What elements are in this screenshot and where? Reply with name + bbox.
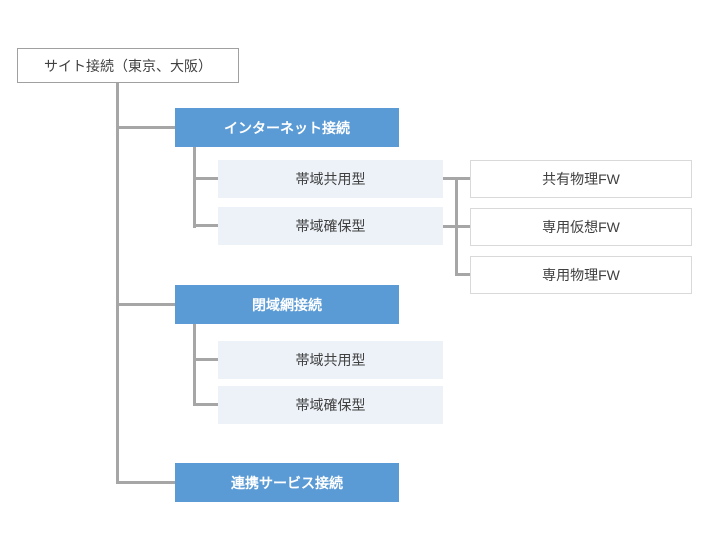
node-fw-dedicated-physical: 専用物理FW	[470, 256, 692, 294]
node-internet-bandwidth-shared: 帯域共用型	[218, 160, 443, 198]
connector-closed-shared-stub	[193, 358, 218, 361]
node-closed-bandwidth-guaranteed-label: 帯域確保型	[295, 397, 366, 413]
node-internet-bandwidth-guaranteed-label: 帯域確保型	[295, 218, 366, 234]
node-fw-dedicated-physical-label: 専用物理FW	[542, 267, 620, 283]
connector-internet-shared-stub	[193, 177, 218, 180]
connector-branch-closed-network	[116, 303, 175, 306]
node-linked-service-connection: 連携サービス接続	[175, 463, 399, 502]
connector-closed-guaranteed-stub	[193, 403, 218, 406]
connector-internet-stem-vertical	[193, 147, 196, 228]
node-closed-network-connection: 閉域網接続	[175, 285, 399, 324]
connector-branch-linked-service	[116, 481, 175, 484]
connector-internet-guaranteed-stub	[193, 224, 218, 227]
node-internet-bandwidth-shared-label: 帯域共用型	[295, 171, 366, 187]
node-fw-shared-physical-label: 共有物理FW	[542, 171, 620, 187]
node-closed-bandwidth-shared: 帯域共用型	[218, 341, 443, 379]
connector-firewall-shared-physical-stub	[443, 177, 470, 180]
connector-firewall-dedicated-physical-stub	[455, 273, 470, 276]
node-fw-dedicated-virtual: 専用仮想FW	[470, 208, 692, 246]
node-closed-bandwidth-guaranteed: 帯域確保型	[218, 386, 443, 424]
node-linked-service-connection-label: 連携サービス接続	[231, 474, 343, 491]
connector-trunk-vertical	[116, 83, 119, 484]
node-root-site-connection: サイト接続（東京、大阪）	[17, 48, 239, 83]
node-closed-bandwidth-shared-label: 帯域共用型	[295, 352, 366, 368]
connector-firewall-dedicated-virtual-stub	[443, 225, 470, 228]
node-fw-dedicated-virtual-label: 専用仮想FW	[542, 219, 620, 235]
node-internet-bandwidth-guaranteed: 帯域確保型	[218, 207, 443, 245]
node-internet-connection: インターネット接続	[175, 108, 399, 147]
node-closed-network-connection-label: 閉域網接続	[252, 296, 322, 313]
connector-branch-internet	[116, 126, 175, 129]
node-internet-connection-label: インターネット接続	[224, 119, 350, 136]
connector-closed-stem-vertical	[193, 324, 196, 406]
node-root-site-connection-label: サイト接続（東京、大阪）	[44, 57, 212, 74]
node-fw-shared-physical: 共有物理FW	[470, 160, 692, 198]
